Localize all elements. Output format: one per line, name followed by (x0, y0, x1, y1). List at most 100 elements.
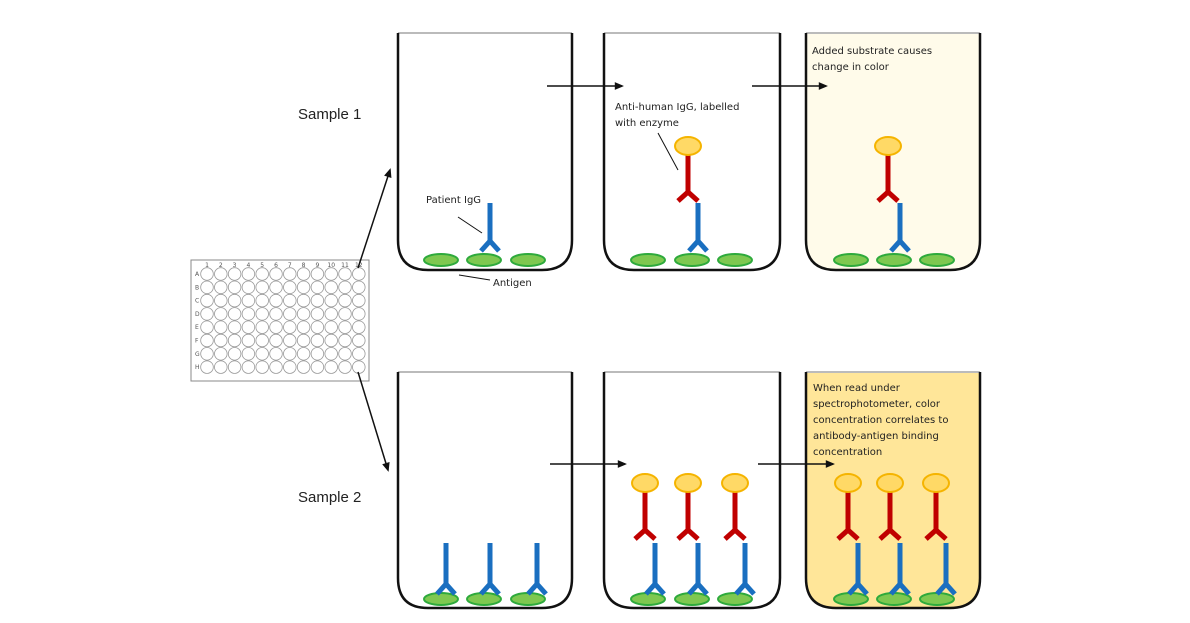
antigen (674, 592, 710, 606)
plate-well (296, 320, 311, 334)
plate-column-label: 2 (219, 262, 223, 269)
plate-well (200, 307, 214, 321)
antigen (466, 592, 502, 606)
antigen (510, 253, 546, 267)
plate-well (269, 307, 283, 321)
plate-well (214, 267, 228, 281)
plate-well (324, 333, 338, 348)
arrowhead (614, 82, 624, 90)
plate-well (255, 267, 269, 281)
plate-well (296, 360, 311, 374)
antigen (630, 253, 666, 267)
plate-well (200, 293, 214, 308)
plate-column-label: 8 (302, 262, 306, 269)
plate-well (269, 293, 283, 308)
antigen (876, 592, 912, 606)
plate-column-label: 3 (233, 262, 237, 269)
plate-row-label: B (195, 284, 199, 291)
plate-well (227, 347, 242, 361)
plate-well (227, 360, 242, 374)
plate-well (296, 347, 311, 361)
sample-2-label: Sample 2 (298, 489, 361, 506)
patient-igg-antibody (889, 203, 911, 253)
plate-well (324, 347, 338, 361)
plate-well (310, 347, 325, 361)
plate-well (255, 360, 269, 374)
spectro-label-3: concentration correlates to (813, 415, 948, 426)
antigen (833, 253, 869, 267)
plate-well (338, 293, 352, 308)
plate-well (227, 280, 242, 295)
antigen (919, 253, 955, 267)
plate-well (255, 347, 269, 361)
plate-row-label: D (195, 311, 200, 318)
plate-well (310, 333, 325, 348)
arrowhead (382, 461, 390, 472)
substrate-label-2: change in color (812, 62, 890, 73)
96-well-plate: 123456789101112ABCDEFGH (190, 259, 370, 382)
plate-column-label: 9 (315, 262, 319, 269)
plate-well (338, 347, 352, 361)
plate-row-label: A (195, 271, 200, 278)
well-5 (602, 372, 782, 610)
plate-well (200, 320, 214, 334)
anti-human-igg-antibody (633, 492, 657, 541)
plate-column-label: 6 (274, 262, 278, 269)
well-fill (398, 33, 572, 270)
plate-well (324, 267, 338, 281)
plate-well (352, 293, 366, 308)
patient-igg-antibody (435, 543, 457, 596)
plate-well (310, 307, 325, 321)
enzyme (876, 473, 904, 493)
spectro-label-1: When read under (813, 383, 901, 394)
enzyme (721, 473, 749, 493)
plate-row-label: H (195, 364, 200, 371)
antigen (510, 592, 546, 606)
plate-well (200, 333, 214, 348)
plate-well (241, 293, 256, 308)
pointer-line (458, 274, 491, 281)
plate-well (200, 280, 214, 295)
plate-well (310, 320, 325, 334)
plate-well (310, 293, 325, 308)
plate-well (296, 307, 311, 321)
patient-igg-antibody (526, 543, 548, 596)
arrowhead (825, 460, 835, 468)
plate-well (241, 280, 256, 295)
antigen (466, 253, 502, 267)
anti-human-label-1: Anti-human IgG, labelled (615, 102, 739, 113)
well-4 (396, 372, 574, 610)
plate-well (214, 280, 228, 295)
antigen (919, 592, 955, 606)
patient-igg-antibody (687, 203, 709, 253)
antigen (717, 592, 753, 606)
enzyme (631, 473, 659, 493)
arrow (357, 169, 391, 269)
plate-well (241, 347, 256, 361)
spectro-label-4: antibody-antigen binding (813, 431, 939, 442)
plate-well (338, 360, 352, 374)
plate-well (255, 280, 269, 295)
plate-well (283, 267, 297, 281)
plate-well (269, 333, 283, 348)
plate-well (241, 320, 256, 334)
plate-well (241, 307, 256, 321)
plate-well (283, 320, 297, 334)
patient-igg-antibody (847, 543, 869, 596)
arrowhead (818, 82, 828, 90)
plate-well (324, 320, 338, 334)
plate-well (227, 333, 242, 348)
plate-well (352, 347, 366, 361)
plate-well (338, 280, 352, 295)
patient-igg-antibody (479, 543, 501, 596)
plate-well (296, 267, 311, 281)
pointer-line (457, 216, 483, 234)
plate-well (255, 333, 269, 348)
plate-well (283, 307, 297, 321)
anti-human-igg-antibody (836, 492, 860, 541)
antigen (674, 253, 710, 267)
patient-igg-antibody (734, 543, 756, 596)
plate-row-label: C (195, 298, 199, 305)
patient-igg-antibody (479, 203, 501, 253)
